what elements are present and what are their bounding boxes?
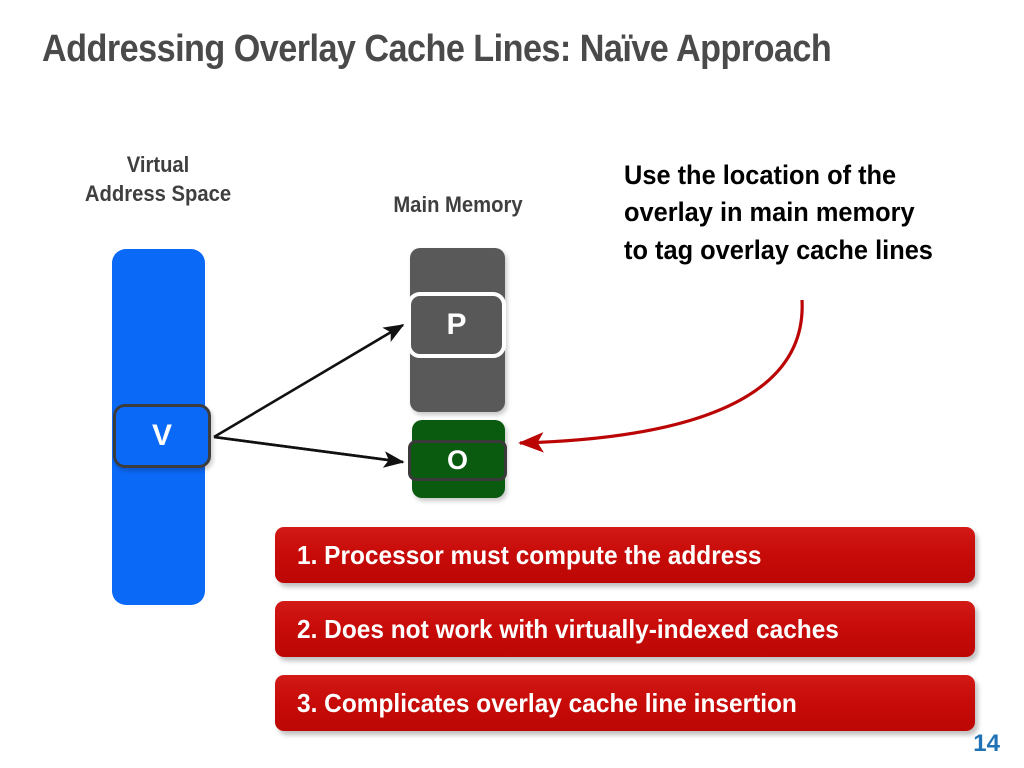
annotation-line2: overlay in main memory — [624, 197, 915, 228]
drawback-banner-1-label: 1. Processor must compute the address — [297, 539, 762, 570]
virtual-page-block: V — [113, 404, 211, 468]
page-number: 14 — [973, 730, 1000, 757]
annotation-text: Use the location of the overlay in main … — [624, 157, 974, 269]
arrow-virtual-to-overlay — [213, 435, 404, 464]
page-title: Addressing Overlay Cache Lines: Naïve Ap… — [42, 28, 832, 70]
drawback-banner-1: 1. Processor must compute the address — [275, 527, 975, 583]
arrow-virtual-to-physical — [213, 323, 405, 439]
annotation-line3: to tag overlay cache lines — [624, 234, 933, 265]
main-memory-caption: Main Memory — [393, 192, 523, 217]
overlay-block: O — [408, 440, 507, 481]
virtual-address-space-caption-line1: Virtual — [126, 152, 190, 177]
drawback-banner-2: 2. Does not work with virtually-indexed … — [275, 601, 975, 657]
arrow-virtual-to-overlay-head — [213, 435, 405, 468]
arrow-tag-overlay — [518, 299, 804, 453]
annotation-line1: Use the location of the — [624, 160, 897, 190]
physical-page-block: P — [407, 292, 506, 358]
virtual-address-space-caption: Virtual Address Space — [51, 150, 264, 209]
drawback-banner-3-label: 3. Complicates overlay cache line insert… — [297, 687, 797, 718]
virtual-address-space-caption-line2: Address Space — [84, 181, 232, 207]
drawback-banner-2-label: 2. Does not work with virtually-indexed … — [297, 613, 839, 644]
drawback-banner-3: 3. Complicates overlay cache line insert… — [275, 675, 975, 731]
